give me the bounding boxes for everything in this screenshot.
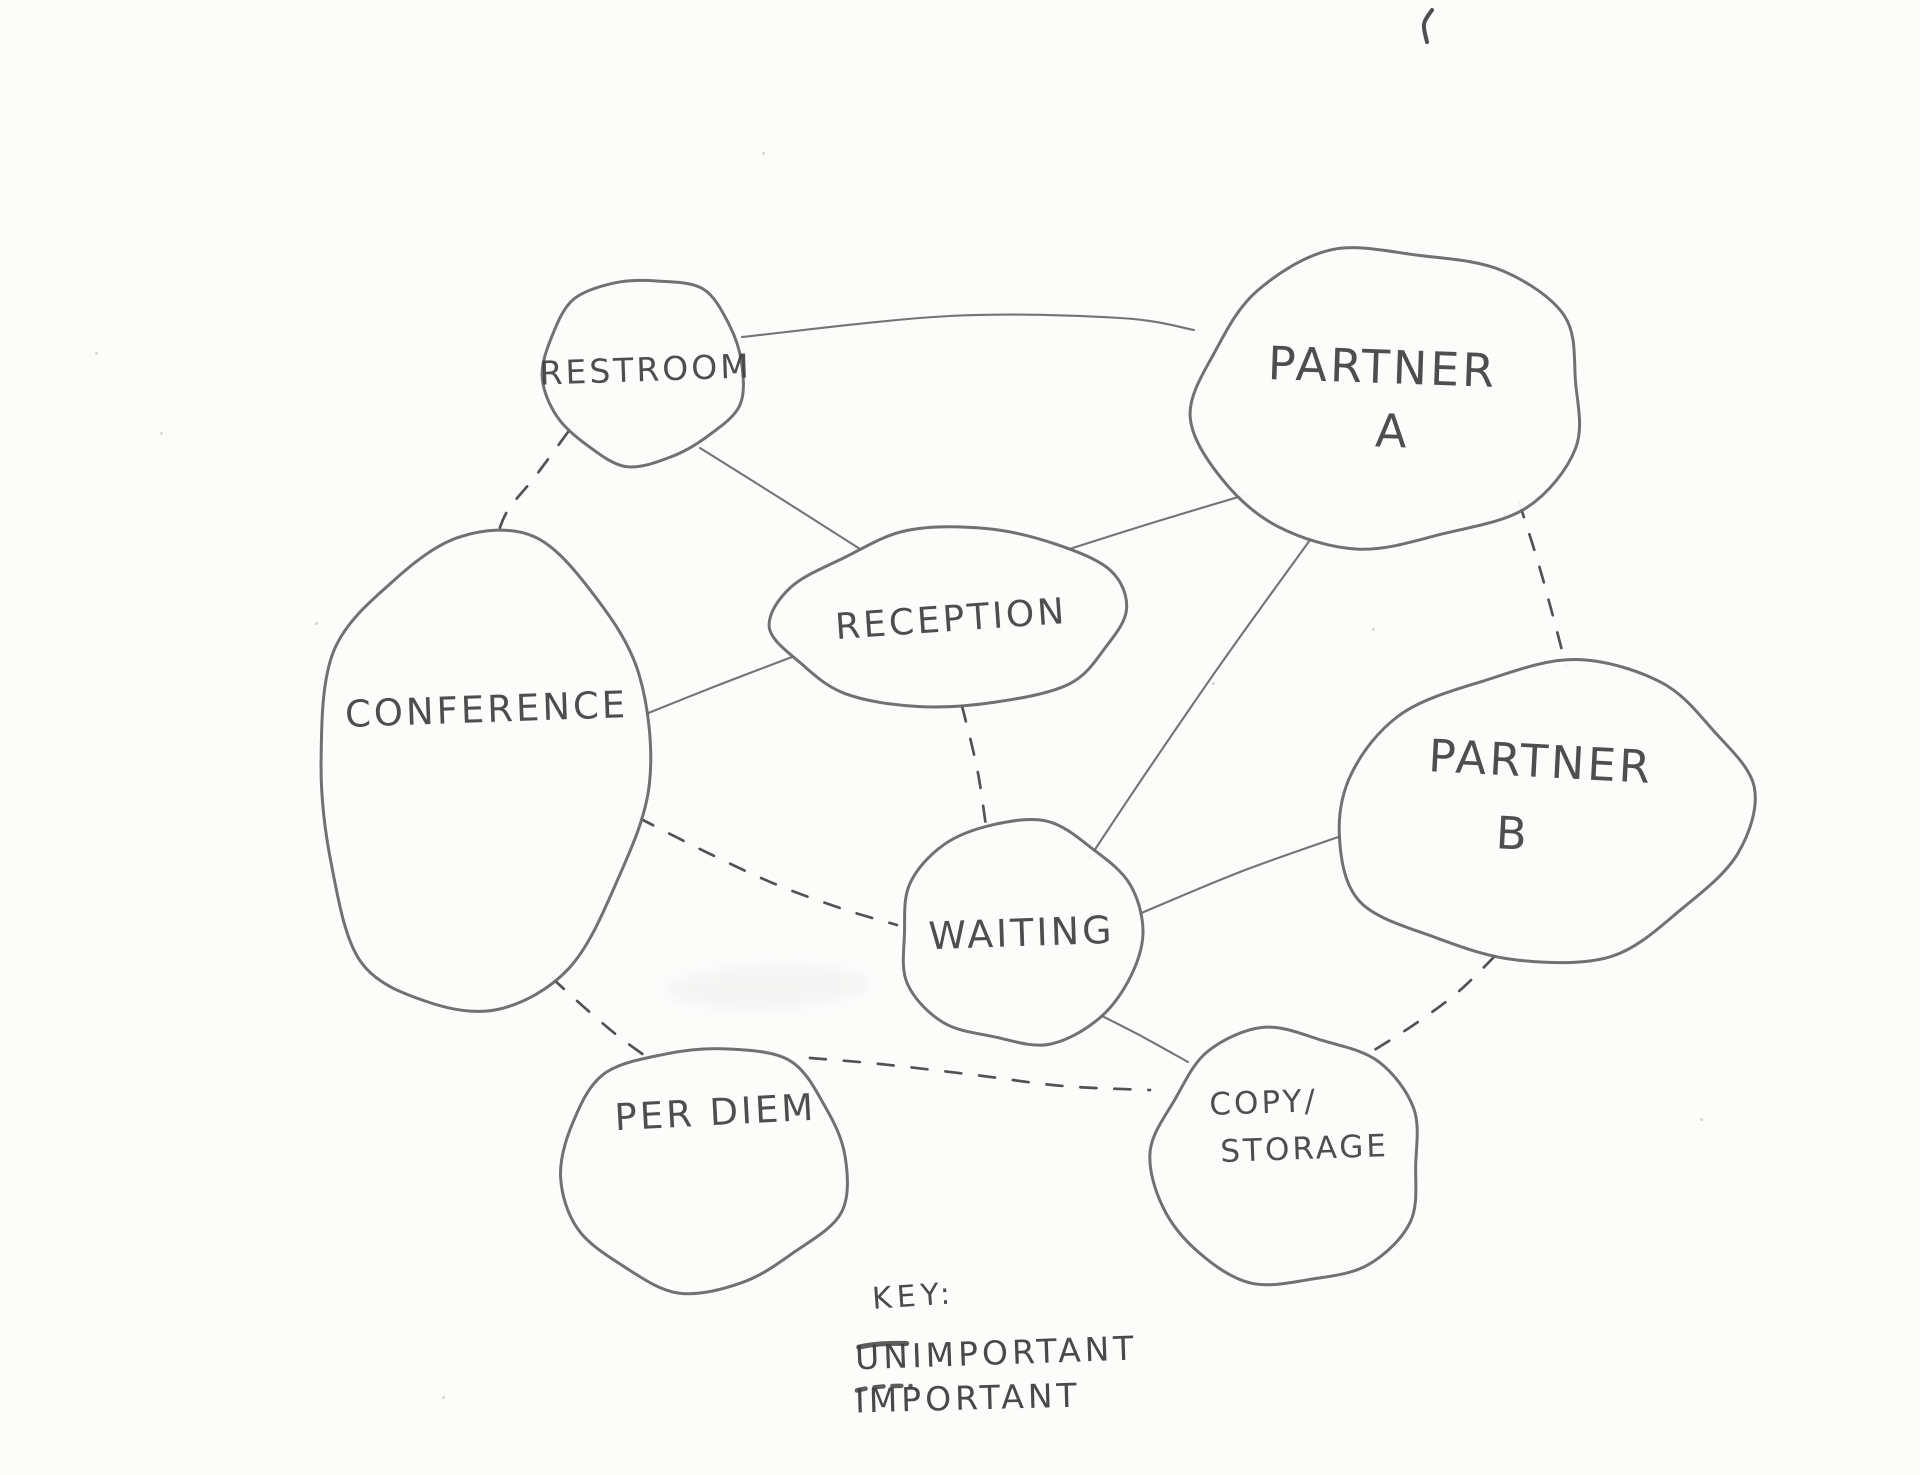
legend-item-unimportant: UNIMPORTANT: [854, 1324, 1275, 1378]
node-reception: [767, 525, 1129, 709]
node-label-restroom: RESTROOM: [539, 346, 752, 392]
node-restroom: [540, 278, 745, 469]
edge-restroom-reception-solid: [698, 446, 862, 551]
edge-reception-waiting-dashed: [960, 704, 988, 828]
paper-speck: [762, 152, 765, 155]
node-per-diem: [559, 1047, 849, 1296]
edge-reception-partner-a-solid: [1058, 493, 1247, 554]
node-label-copy-storage: COPY/: [1209, 1083, 1319, 1123]
node-waiting: [901, 818, 1145, 1047]
paper-speck: [315, 622, 318, 625]
node-label-waiting: WAITING: [928, 908, 1115, 958]
node-copy-storage: [1148, 1025, 1419, 1287]
dashed-line-swatch: [854, 1383, 913, 1393]
legend-item-important: IMPORTANT: [854, 1371, 1276, 1420]
legend: KEY: UNIMPORTANT IMPORTANT: [854, 1276, 1275, 1420]
edge-partner-b-copy-storage-dashed: [1366, 954, 1497, 1056]
paper-speck: [160, 432, 163, 435]
paper-speck: [95, 352, 98, 355]
edge-waiting-copy-storage-solid: [1096, 1012, 1190, 1064]
node-label-copy-storage-line2: STORAGE: [1220, 1128, 1390, 1170]
edge-partner-a-partner-b-dashed: [1517, 500, 1568, 668]
edge-conference-per-diem-dashed: [550, 976, 650, 1060]
node-label-partner-a-line2: A: [1374, 403, 1410, 458]
edge-waiting-partner-b-solid: [1137, 834, 1343, 916]
edge-conference-waiting-dashed: [637, 816, 899, 927]
node-partner-a: [1188, 246, 1582, 551]
solid-line-swatch: [856, 1340, 910, 1350]
stray-pencil-mark: [1421, 8, 1434, 44]
node-label-partner-b-line2: B: [1495, 806, 1532, 861]
edge-restroom-conference-dashed: [495, 430, 570, 538]
node-label-partner-a: PARTNER: [1267, 336, 1498, 398]
node-label-partner-b: PARTNER: [1427, 729, 1654, 794]
edge-conference-reception-solid: [639, 655, 794, 718]
paper-speck: [442, 1396, 445, 1399]
node-label-conference: CONFERENCE: [344, 683, 629, 736]
node-partner-b: [1337, 657, 1757, 965]
edge-restroom-partner-a-solid: [740, 313, 1196, 339]
paper-speck: [1212, 682, 1215, 685]
edge-per-diem-copy-storage-dashed: [808, 1056, 1152, 1092]
paper-speck: [1372, 628, 1375, 631]
node-conference: [319, 528, 653, 1013]
legend-label-unimportant: UNIMPORTANT: [854, 1328, 1139, 1378]
node-label-per-diem: PER DIEM: [613, 1086, 817, 1140]
edge-partner-a-waiting-solid: [1086, 538, 1312, 862]
paper-speck: [1700, 1118, 1703, 1121]
